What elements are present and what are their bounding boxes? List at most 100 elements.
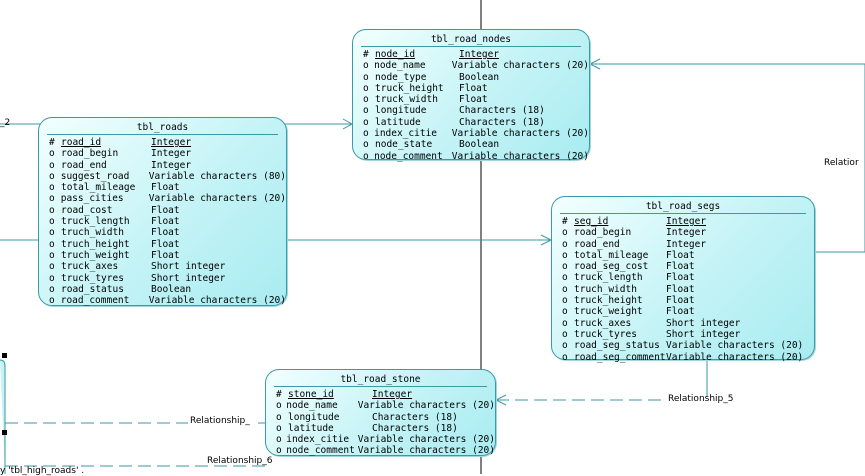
- identifier-marker: #: [363, 49, 369, 60]
- column-name: node_name: [286, 400, 338, 412]
- column-name: truck_tyres: [574, 328, 637, 340]
- attribute-marker: o: [49, 159, 55, 171]
- attribute-marker: o: [276, 411, 282, 423]
- attribute-marker: o: [562, 283, 568, 295]
- column-name: truch_weight: [61, 249, 130, 261]
- column-name: road_seg_comment: [574, 351, 666, 363]
- column-name: truck_length: [61, 216, 130, 228]
- column-name: road_cost: [61, 204, 113, 216]
- column-type: Variable characters (20): [357, 434, 495, 446]
- column-type: Short integer: [666, 317, 741, 329]
- relationship-label-5[interactable]: Relationship_5: [668, 394, 734, 404]
- relationship-label-stone[interactable]: Relationship_: [190, 416, 250, 426]
- column-type: Short integer: [151, 272, 226, 284]
- relationship-label-6[interactable]: Relationship_6: [207, 456, 273, 466]
- selection-handle[interactable]: [2, 353, 7, 358]
- attribute-marker: o: [49, 295, 55, 307]
- attribute-marker: o: [49, 193, 55, 205]
- column-type: Boolean: [459, 139, 500, 151]
- attribute-marker: o: [49, 249, 55, 261]
- column-name: truck_height: [574, 295, 643, 307]
- column-name: truck_axes: [574, 317, 632, 329]
- column-type: Float: [666, 261, 695, 273]
- column-type: Integer: [151, 148, 192, 160]
- column-type: Variable characters (20): [357, 400, 495, 412]
- column-name: longitude: [288, 411, 340, 423]
- relationship-label-left-top[interactable]: _2: [0, 118, 11, 128]
- selection-handle[interactable]: [2, 430, 7, 435]
- column-type: Integer: [372, 389, 413, 400]
- identifier-marker: #: [276, 389, 282, 400]
- column-type: Float: [151, 204, 180, 216]
- column-name: pass_cities: [60, 193, 124, 205]
- column-name: road_begin: [574, 227, 632, 239]
- column-name: node_name: [374, 60, 426, 72]
- column-name: latitude: [288, 422, 334, 434]
- attribute-marker: o: [562, 306, 568, 318]
- column-type: Integer: [151, 159, 192, 171]
- attribute-marker: o: [562, 351, 568, 363]
- column-type: Boolean: [459, 71, 500, 83]
- entity-title-divider: [361, 46, 581, 47]
- column-type: Integer: [666, 216, 707, 227]
- column-name: suggest_road: [60, 170, 130, 182]
- column-type: Characters (18): [459, 105, 545, 117]
- relationship-label-right[interactable]: Relatior: [824, 158, 859, 168]
- column-type: Characters (18): [459, 116, 545, 128]
- column-type: Float: [666, 249, 695, 261]
- column-name: truck_weight: [574, 306, 643, 318]
- attribute-marker: o: [363, 150, 369, 162]
- relationship-label-bottom-left[interactable]: y 'tbl_high_roads' .: [0, 466, 85, 476]
- column-name: latitude: [375, 116, 421, 128]
